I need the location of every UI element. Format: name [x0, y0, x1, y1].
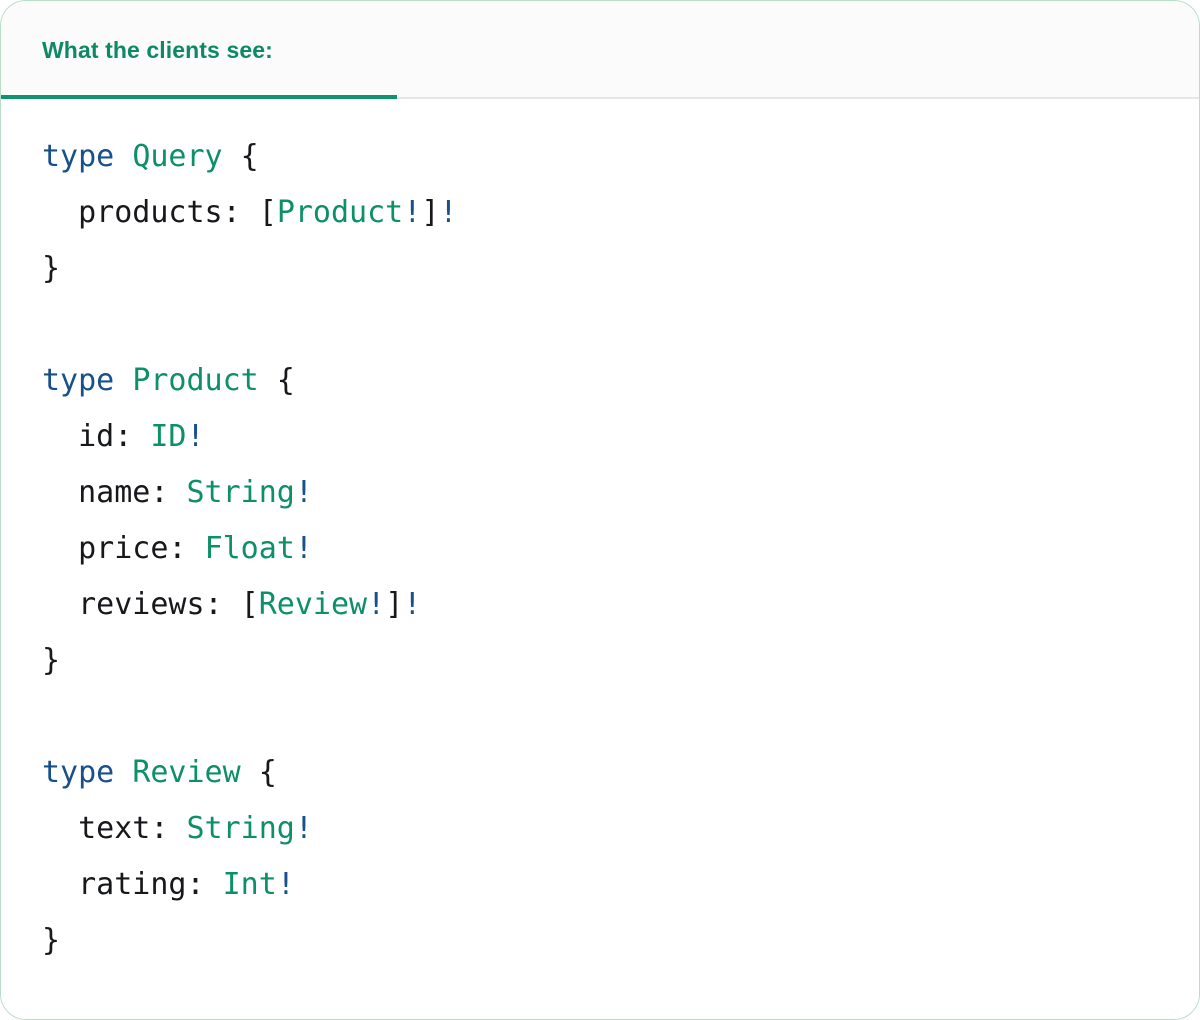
- code-token-keyword: type: [42, 363, 115, 398]
- code-token-plain: [114, 139, 132, 174]
- code-token-type: Review: [132, 755, 241, 790]
- code-line: reviews: [Review!]!: [42, 577, 1199, 633]
- code-token-plain: [187, 531, 205, 566]
- code-line: type Review {: [42, 745, 1199, 801]
- code-line: }: [42, 633, 1199, 689]
- code-line: id: ID!: [42, 409, 1199, 465]
- code-token-punct: {: [258, 363, 295, 398]
- code-line: type Query {: [42, 129, 1199, 185]
- code-token-type: Query: [132, 139, 223, 174]
- code-token-punct: }: [42, 251, 61, 286]
- tab-active-indicator: [1, 95, 397, 99]
- code-token-plain: [168, 475, 186, 510]
- code-line: [42, 297, 1199, 353]
- code-area: type Query { products: [Product!]!} type…: [1, 99, 1199, 1019]
- code-token-keyword: type: [42, 755, 115, 790]
- code-token-bang: !: [186, 419, 205, 454]
- code-token-type: String: [186, 811, 295, 846]
- code-token-type: Int: [222, 867, 277, 902]
- code-token-field: products:: [42, 195, 241, 230]
- code-token-plain: [114, 363, 132, 398]
- code-token-type: String: [186, 475, 295, 510]
- tab-label: What the clients see:: [42, 36, 273, 63]
- tab-strip-divider: [1, 97, 1199, 99]
- tab-strip: What the clients see:: [1, 1, 1199, 99]
- code-token-type: ID: [150, 419, 187, 454]
- code-token-plain: [114, 755, 132, 790]
- code-token-punct: {: [222, 139, 259, 174]
- code-token-type: Product: [276, 195, 404, 230]
- code-token-keyword: type: [42, 139, 115, 174]
- code-token-punct: [: [240, 195, 277, 230]
- code-token-bang: !: [439, 195, 458, 230]
- code-token-plain: [205, 867, 223, 902]
- code-line: price: Float!: [42, 521, 1199, 577]
- code-token-punct: [: [222, 587, 259, 622]
- code-token-bang: !: [367, 587, 386, 622]
- code-token-punct: ]: [385, 587, 404, 622]
- code-token-plain: [168, 811, 186, 846]
- code-line: }: [42, 913, 1199, 969]
- code-line: }: [42, 241, 1199, 297]
- graphql-schema-code[interactable]: type Query { products: [Product!]!} type…: [1, 129, 1199, 969]
- code-line: name: String!: [42, 465, 1199, 521]
- code-token-field: price:: [42, 531, 187, 566]
- code-line: rating: Int!: [42, 857, 1199, 913]
- code-token-type: Review: [258, 587, 368, 622]
- code-line: text: String!: [42, 801, 1199, 857]
- code-token-field: id:: [42, 419, 133, 454]
- code-token-bang: !: [403, 195, 422, 230]
- code-token-punct: ]: [421, 195, 440, 230]
- code-token-field: text:: [42, 811, 169, 846]
- code-token-type: Product: [132, 363, 259, 398]
- code-line: [42, 689, 1199, 745]
- code-token-punct: }: [42, 923, 61, 958]
- code-token-bang: !: [403, 587, 422, 622]
- code-token-bang: !: [294, 811, 313, 846]
- code-token-type: Float: [204, 531, 295, 566]
- tab-what-the-clients-see[interactable]: What the clients see:: [1, 1, 397, 99]
- code-token-plain: [132, 419, 150, 454]
- code-token-bang: !: [294, 475, 313, 510]
- code-token-bang: !: [276, 867, 295, 902]
- code-token-bang: !: [294, 531, 313, 566]
- code-token-punct: }: [42, 643, 61, 678]
- code-token-field: reviews:: [42, 587, 223, 622]
- code-token-field: rating:: [42, 867, 205, 902]
- code-line: products: [Product!]!: [42, 185, 1199, 241]
- code-token-punct: {: [240, 755, 277, 790]
- code-line: type Product {: [42, 353, 1199, 409]
- code-token-field: name:: [42, 475, 169, 510]
